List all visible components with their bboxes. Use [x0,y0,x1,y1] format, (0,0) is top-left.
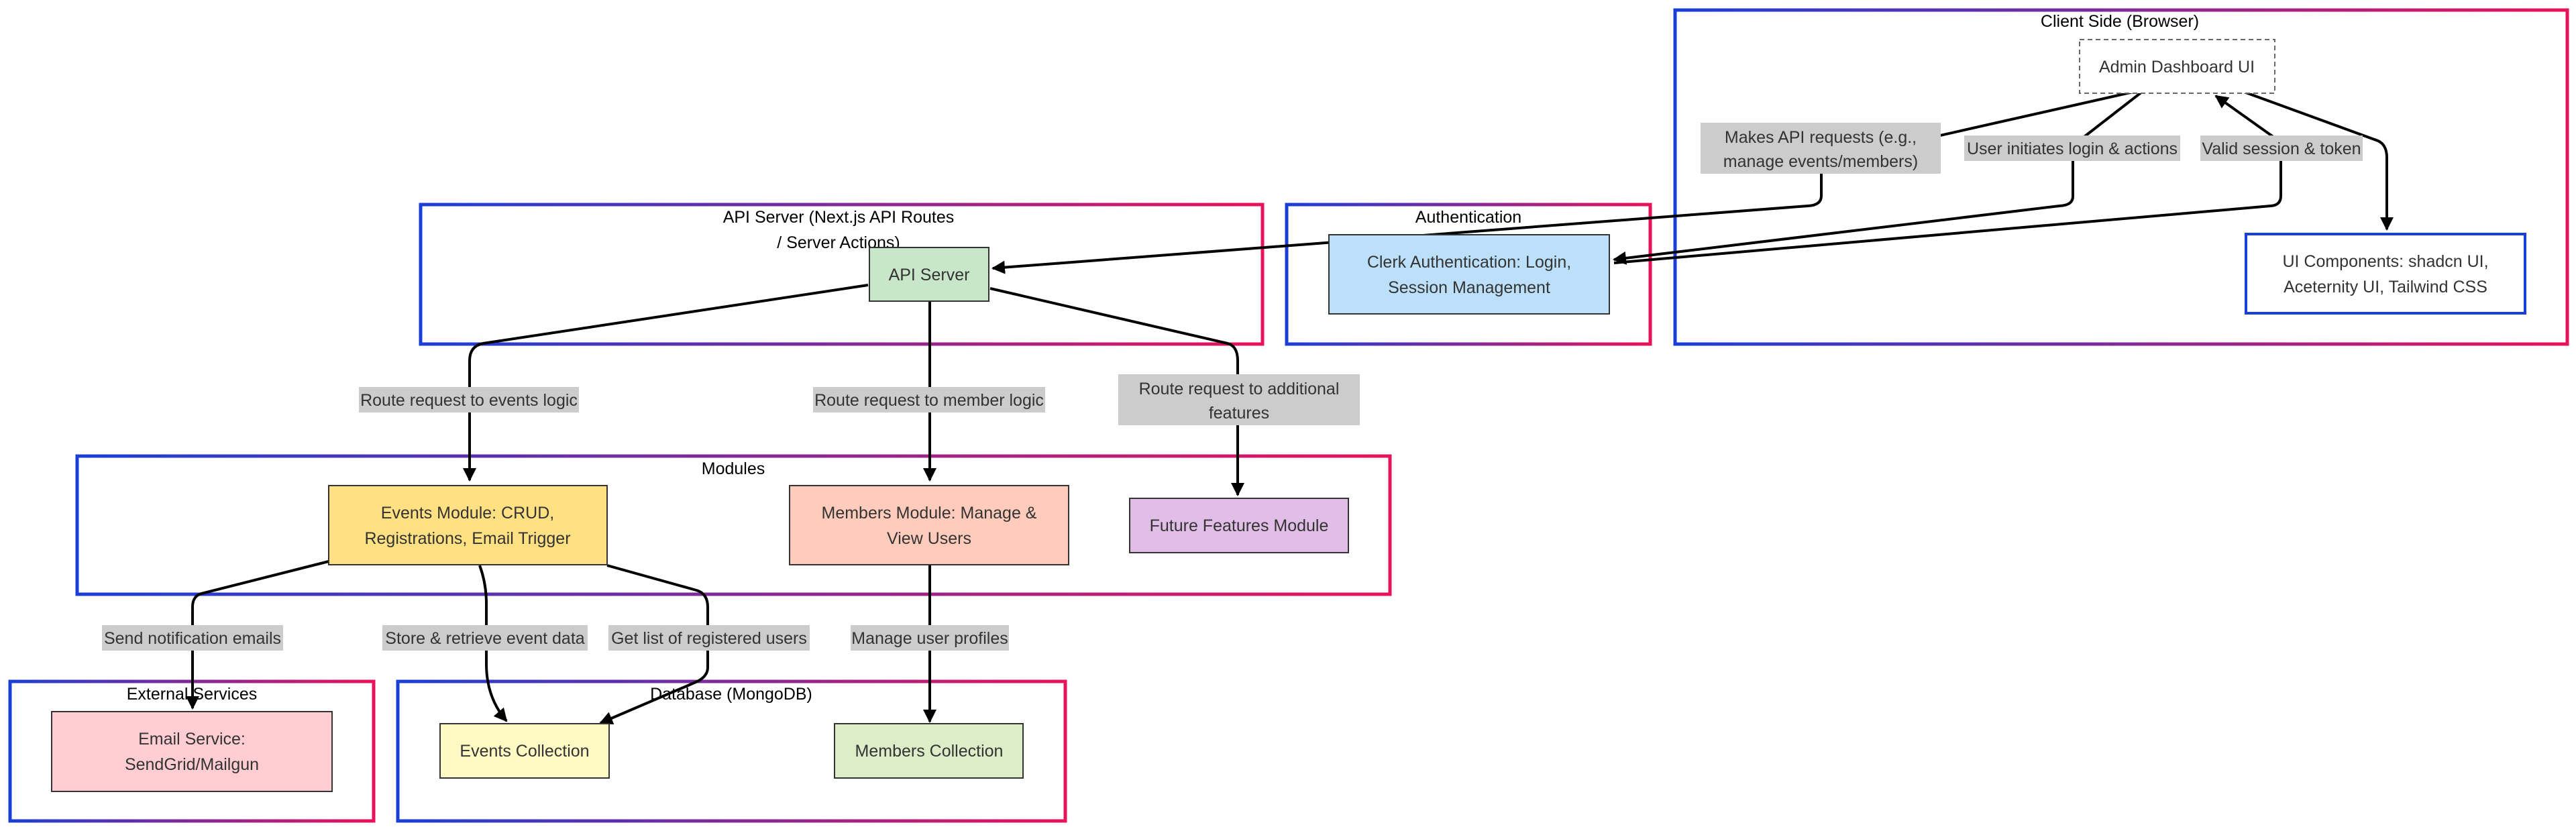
events-module-label-line1: Events Module: CRUD, [381,504,554,522]
edge-label-member-logic-text: Route request to member logic [814,391,1044,410]
cluster-modules-label: Modules [702,459,765,478]
edge-api-to-future-module [989,287,1244,496]
ui-components-label-line2: Aceternity UI, Tailwind CSS [2284,278,2487,296]
cluster-client-side-label: Client Side (Browser) [2041,12,2199,31]
edge-admin-to-api-server [991,91,2134,274]
admin-dashboard-ui-label: Admin Dashboard UI [2099,58,2255,76]
events-module-label-line2: Registrations, Email Trigger [364,529,570,548]
edge-label-additional-features-line2: features [1209,404,1269,423]
clerk-authentication-label-line2: Session Management [1388,278,1550,297]
cluster-client-side: Client Side (Browser) [1673,8,2569,346]
node-events-collection: Events Collection [439,723,610,779]
clerk-authentication-label-line1: Clerk Authentication: Login, [1367,253,1571,272]
edge-label-user-profiles: Manage user profiles [851,625,1009,651]
edge-label-registered-users: Get list of registered users [608,625,810,651]
edge-admin-to-clerk [1613,91,2143,265]
members-module-label-line1: Members Module: Manage & [822,504,1037,522]
edge-label-valid-session-text: Valid session & token [2202,140,2361,158]
cluster-api-server: API Server (Next.js API Routes / Server … [419,203,1265,346]
ui-components-label-line1: UI Components: shadcn UI, [2282,252,2488,271]
edge-label-additional-features: Route request to additional features [1118,374,1360,425]
node-admin-dashboard-ui: Admin Dashboard UI [2079,39,2275,94]
edge-clerk-to-admin [1613,95,2282,264]
edge-label-api-requests-line2: manage events/members) [1723,152,1918,171]
edge-label-valid-session: Valid session & token [2200,135,2363,161]
edge-label-login-actions-text: User initiates login & actions [1967,140,2178,158]
cluster-authentication-label: Authentication [1415,208,1521,227]
events-collection-label: Events Collection [460,742,589,761]
edge-label-events-logic: Route request to events logic [359,387,579,412]
node-email-service: Email Service: SendGrid/Mailgun [51,711,333,792]
future-features-module-label: Future Features Module [1150,516,1329,535]
members-collection-label: Members Collection [855,742,1004,761]
node-members-module: Members Module: Manage & View Users [789,485,1069,565]
cluster-modules: Modules [75,454,1392,596]
edge-admin-to-ui-components [2243,91,2394,231]
edge-label-login-actions: User initiates login & actions [1964,135,2180,161]
edge-label-additional-features-line1: Route request to additional [1139,380,1340,398]
node-api-server: API Server [869,247,989,302]
edge-api-to-events-module [463,284,869,482]
cluster-api-server-label-line1: API Server (Next.js API Routes [723,208,955,227]
email-service-label-line1: Email Service: [138,730,246,749]
cluster-authentication: Authentication [1285,203,1652,346]
edge-label-registered-users-text: Get list of registered users [611,629,807,648]
edge-label-notification-emails: Send notification emails [102,625,283,651]
edge-label-notification-emails-text: Send notification emails [104,629,281,648]
api-server-label: API Server [889,266,970,284]
node-events-module: Events Module: CRUD, Registrations, Emai… [328,485,608,565]
node-members-collection: Members Collection [834,723,1024,779]
edge-label-store-retrieve: Store & retrieve event data [382,625,588,651]
edge-events-to-collection-store [478,565,508,722]
email-service-label-line2: SendGrid/Mailgun [125,755,259,774]
edge-label-store-retrieve-text: Store & retrieve event data [385,629,584,648]
edge-events-to-email [186,560,329,710]
cluster-database-label: Database (MongoDB) [650,685,812,704]
node-clerk-authentication: Clerk Authentication: Login, Session Man… [1328,234,1610,315]
node-future-features-module: Future Features Module [1129,498,1349,553]
edge-label-member-logic: Route request to member logic [813,387,1045,412]
edge-label-user-profiles-text: Manage user profiles [851,629,1008,648]
edge-label-api-requests-line1: Makes API requests (e.g., [1725,128,1917,147]
cluster-database: Database (MongoDB) [396,679,1067,823]
edges [186,91,2394,725]
edge-label-events-logic-text: Route request to events logic [360,391,578,410]
node-ui-components: UI Components: shadcn UI, Aceternity UI,… [2245,233,2526,315]
edge-label-api-requests: Makes API requests (e.g., manage events/… [1701,123,1941,174]
members-module-label-line2: View Users [887,529,971,548]
